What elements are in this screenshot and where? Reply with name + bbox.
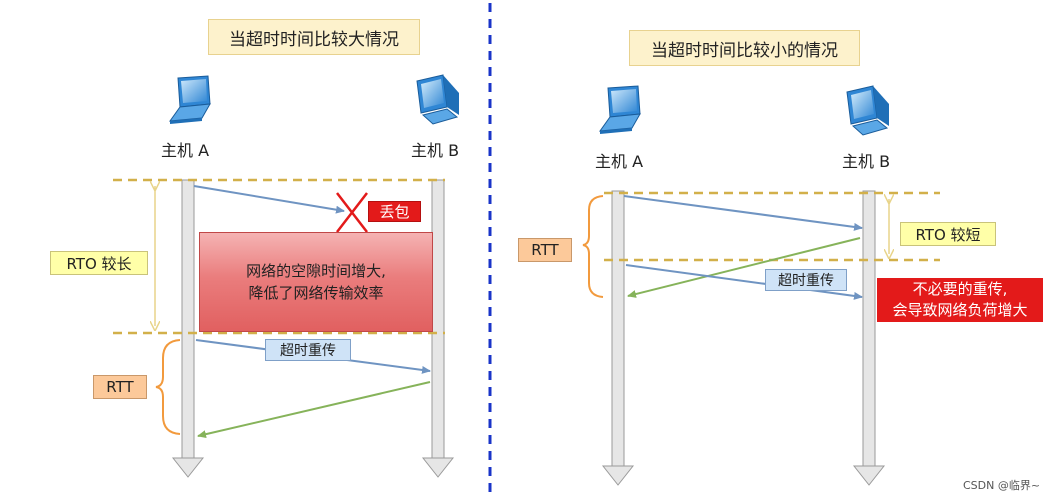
right-send-arrow: [623, 195, 863, 231]
left-title: 当超时时间比较大情况: [208, 19, 420, 55]
desktop-computer-icon: [846, 85, 889, 136]
left-rtt-brace: [155, 339, 181, 435]
left-loss-note: 网络的空隙时间增大, 降低了网络传输效率: [199, 232, 433, 332]
left-rto-label: RTO 较长: [50, 251, 148, 275]
left-retransmit-label: 超时重传: [265, 339, 351, 361]
left-send-lost-arrow: [193, 185, 345, 214]
right-rtt-brace: [582, 195, 604, 298]
right-host-b-label: 主机 B: [842, 152, 891, 171]
right-retransmit-label: 超时重传: [765, 269, 847, 291]
right-warning-line1: 不必要的重传,: [912, 280, 1008, 298]
desktop-computer-icon: [416, 74, 459, 125]
right-ack-arrow: [627, 237, 861, 298]
left-ack-arrow: [197, 381, 431, 439]
right-timeline-host-a: [601, 190, 635, 486]
left-loss-label: 丢包: [368, 201, 421, 222]
laptop-icon: [598, 85, 641, 134]
right-rtt-label: RTT: [518, 238, 572, 262]
left-rtt-label: RTT: [93, 375, 147, 399]
left-host-b-label: 主机 B: [411, 141, 460, 160]
right-retransmit-arrow: [625, 264, 863, 300]
right-warning-note: 不必要的重传, 会导致网络负荷增大: [877, 278, 1043, 322]
right-title: 当超时时间比较小的情况: [629, 30, 860, 66]
left-host-a-label: 主机 A: [161, 141, 210, 160]
left-loss-note-line1: 网络的空隙时间增大,: [246, 262, 386, 280]
right-warning-line2: 会导致网络负荷增大: [892, 301, 1028, 319]
laptop-icon: [168, 75, 211, 124]
right-host-a-label: 主机 A: [595, 152, 644, 171]
left-loss-x-icon: [336, 192, 368, 233]
right-rto-label: RTO 较短: [900, 222, 996, 246]
left-timeline-host-b: [421, 179, 455, 478]
right-timeline-host-b: [852, 190, 886, 486]
watermark: CSDN @临界~: [963, 479, 1041, 492]
left-loss-note-line2: 降低了网络传输效率: [248, 284, 384, 302]
